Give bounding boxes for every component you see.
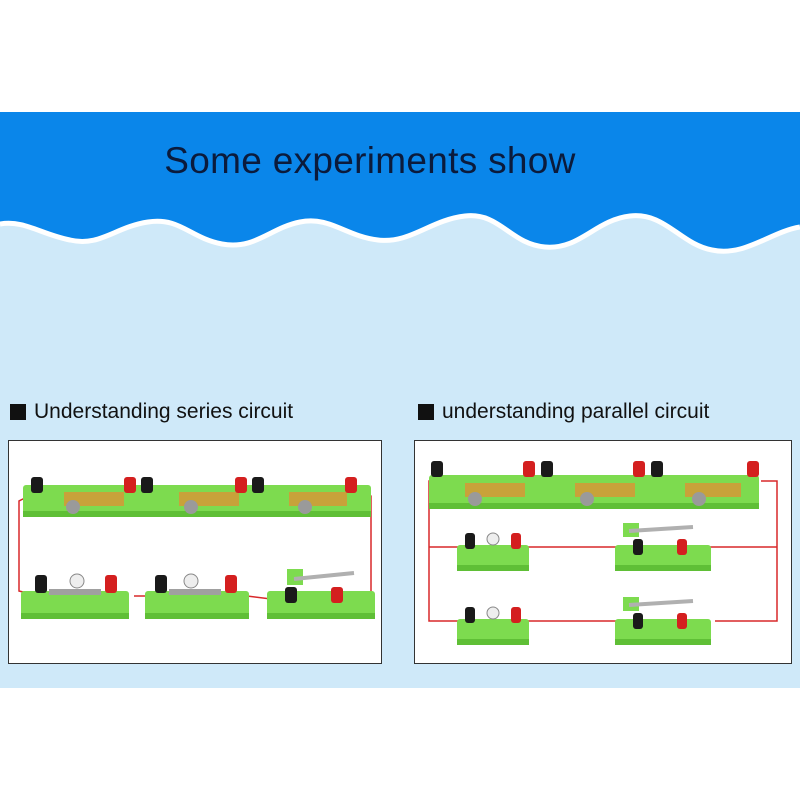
terminal-post-icons bbox=[431, 461, 759, 477]
parallel-circuit-photo bbox=[414, 440, 792, 664]
bullet-square-icon bbox=[10, 404, 26, 420]
bulb-module bbox=[21, 573, 129, 619]
parallel-circuit-illustration bbox=[428, 461, 778, 645]
page-title: Some experiments show bbox=[164, 140, 576, 181]
bulb-module bbox=[457, 606, 529, 645]
knife-switch-module bbox=[267, 569, 375, 619]
bullet-square-icon bbox=[418, 404, 434, 420]
wave-banner bbox=[0, 112, 800, 254]
knife-switch-module bbox=[615, 597, 711, 645]
battery-holder-rail bbox=[23, 485, 371, 517]
bulb-module bbox=[457, 532, 529, 571]
section-heading-series-label: Understanding series circuit bbox=[34, 400, 294, 423]
section-heading-parallel-label: understanding parallel circuit bbox=[442, 400, 710, 423]
section-heading-series: Understanding series circuit bbox=[10, 400, 293, 424]
battery-holder-rail bbox=[429, 475, 759, 509]
terminal-post-icons bbox=[31, 477, 357, 493]
bulb-module bbox=[145, 573, 249, 619]
series-circuit-illustration bbox=[18, 477, 375, 619]
section-heading-parallel: understanding parallel circuit bbox=[418, 400, 709, 424]
knife-switch-module bbox=[615, 523, 711, 571]
series-circuit-photo bbox=[8, 440, 382, 664]
